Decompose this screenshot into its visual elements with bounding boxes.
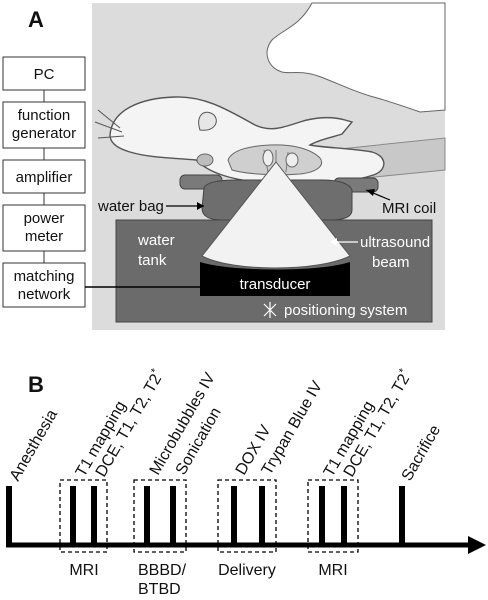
ventricle-right — [285, 152, 299, 168]
event-ticks — [6, 486, 405, 546]
rat-ear — [198, 111, 217, 131]
label-mri-coil: MRI coil — [382, 200, 436, 217]
panel-b-label: B — [28, 372, 44, 397]
event-label-sacrifice: Sacrifice — [399, 422, 444, 484]
tick-sonication — [170, 486, 176, 546]
tick-dox — [231, 486, 237, 546]
event-label-anesthesia: Anesthesia — [7, 407, 61, 484]
tick-mri-1b — [91, 486, 97, 546]
group-box-delivery — [217, 479, 277, 553]
timeline-arrowhead — [468, 536, 486, 554]
group-box-mri-2 — [307, 479, 359, 553]
label-positioning-system: positioning system — [284, 302, 407, 319]
group-label-bbbd: BBBD/BTBD — [138, 562, 187, 598]
tick-mri-1a — [70, 486, 76, 546]
positioning-icon — [263, 302, 277, 318]
signal-chain — [2, 56, 86, 308]
tick-trypan-blue — [259, 486, 265, 546]
chain-pc: PC — [34, 66, 55, 83]
rat-eye — [196, 153, 214, 167]
group-box-bbbd — [133, 479, 187, 553]
tick-mri-2a — [319, 486, 325, 546]
label-water-bag: water bag — [97, 198, 164, 215]
tick-microbubbles — [144, 486, 150, 546]
patient-silhouette — [266, 2, 446, 113]
panel-a-label: A — [28, 7, 44, 32]
group-label-mri-1: MRI — [69, 562, 98, 579]
transducer — [200, 262, 350, 296]
rat-whiskers — [94, 109, 125, 139]
ultrasound-beam — [201, 161, 351, 269]
chain-amplifier: amplifier — [16, 169, 73, 186]
tick-anesthesia — [6, 486, 12, 546]
group-box-mri-1 — [59, 479, 108, 553]
label-transducer: transducer — [240, 276, 311, 293]
group-label-mri-2: MRI — [318, 562, 347, 579]
tick-mri-2b — [341, 486, 347, 546]
tick-sacrifice — [399, 486, 405, 546]
ventricle-left — [262, 149, 274, 167]
group-label-delivery: Delivery — [218, 562, 276, 579]
